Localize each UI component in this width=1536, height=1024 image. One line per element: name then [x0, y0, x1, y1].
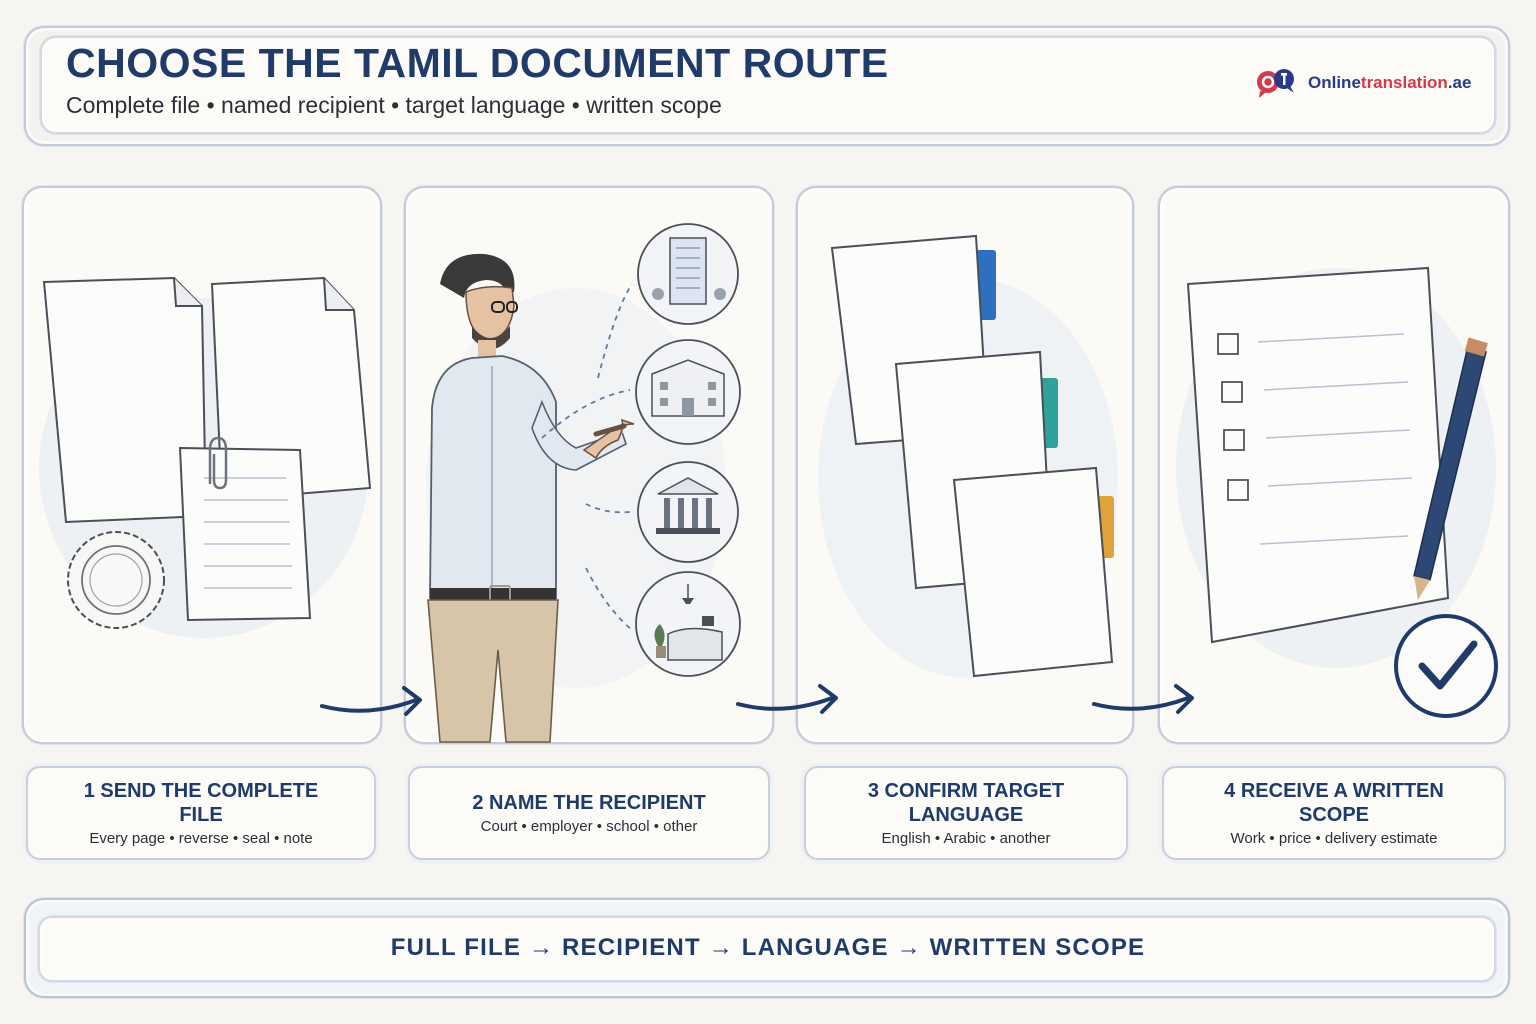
- brand-logo-link[interactable]: Onlinetranslation.ae: [1254, 66, 1504, 100]
- checklist-icon: [1186, 266, 1450, 644]
- document-icon: [42, 276, 208, 524]
- step-title: 4 RECEIVE A WRITTEN SCOPE: [1224, 780, 1444, 826]
- step-card-send-file: 1 SEND THE COMPLETE FILE Every page • re…: [26, 766, 376, 860]
- step-detail: Court • employer • school • other: [480, 818, 698, 835]
- page-subtitle: Complete file • named recipient • target…: [66, 92, 722, 118]
- brand-name: Onlinetranslation.ae: [1308, 73, 1471, 93]
- panel-target-language: [796, 186, 1134, 744]
- office-building-icon: [637, 223, 739, 325]
- step-title: 1 SEND THE COMPLETE FILE: [83, 780, 319, 826]
- school-icon: [635, 339, 741, 445]
- step-title: 3 CONFIRM TARGET LANGUAGE: [867, 780, 1065, 826]
- step-detail: Every page • reverse • seal • note: [89, 830, 313, 847]
- panel-complete-file: [22, 186, 382, 744]
- note-icon: [178, 446, 312, 622]
- check-circle-icon: [1394, 614, 1498, 718]
- brand-accent: translation: [1360, 73, 1448, 92]
- arrow-right-icon: [1092, 684, 1194, 714]
- paperclip-icon: [208, 436, 228, 490]
- reception-desk-icon: [635, 571, 741, 677]
- person-pointing-illustration: [427, 253, 635, 743]
- step-card-written-scope: 4 RECEIVE A WRITTEN SCOPE Work • price •…: [1162, 766, 1506, 860]
- step-detail: Work • price • delivery estimate: [1230, 830, 1438, 847]
- page-title: CHOOSE THE TAMIL DOCUMENT ROUTE: [66, 40, 889, 86]
- chat-bubbles-icon: [1257, 69, 1294, 98]
- seal-icon: [67, 531, 165, 629]
- footer-summary: FULL FILE → RECIPIENT → LANGUAGE → WRITT…: [390, 934, 1146, 961]
- brand-suffix: .ae: [1447, 73, 1472, 92]
- language-document-icon: [952, 466, 1114, 678]
- step-card-name-recipient: 2 NAME THE RECIPIENT Court • employer • …: [408, 766, 770, 860]
- arrow-right-icon: [320, 686, 422, 716]
- pencil-icon: [1413, 337, 1488, 600]
- step-detail: English • Arabic • another: [881, 830, 1051, 847]
- panel-name-recipient: [404, 186, 774, 744]
- brand-prefix: Online: [1308, 73, 1361, 92]
- step-title: 2 NAME THE RECIPIENT: [472, 792, 706, 814]
- step-card-confirm-language: 3 CONFIRM TARGET LANGUAGE English • Arab…: [804, 766, 1128, 860]
- panel-written-scope: [1158, 186, 1510, 744]
- courthouse-icon: [637, 461, 739, 563]
- footer-panel: [38, 916, 1496, 982]
- arrow-right-icon: [736, 684, 838, 714]
- header-panel: [40, 36, 1496, 134]
